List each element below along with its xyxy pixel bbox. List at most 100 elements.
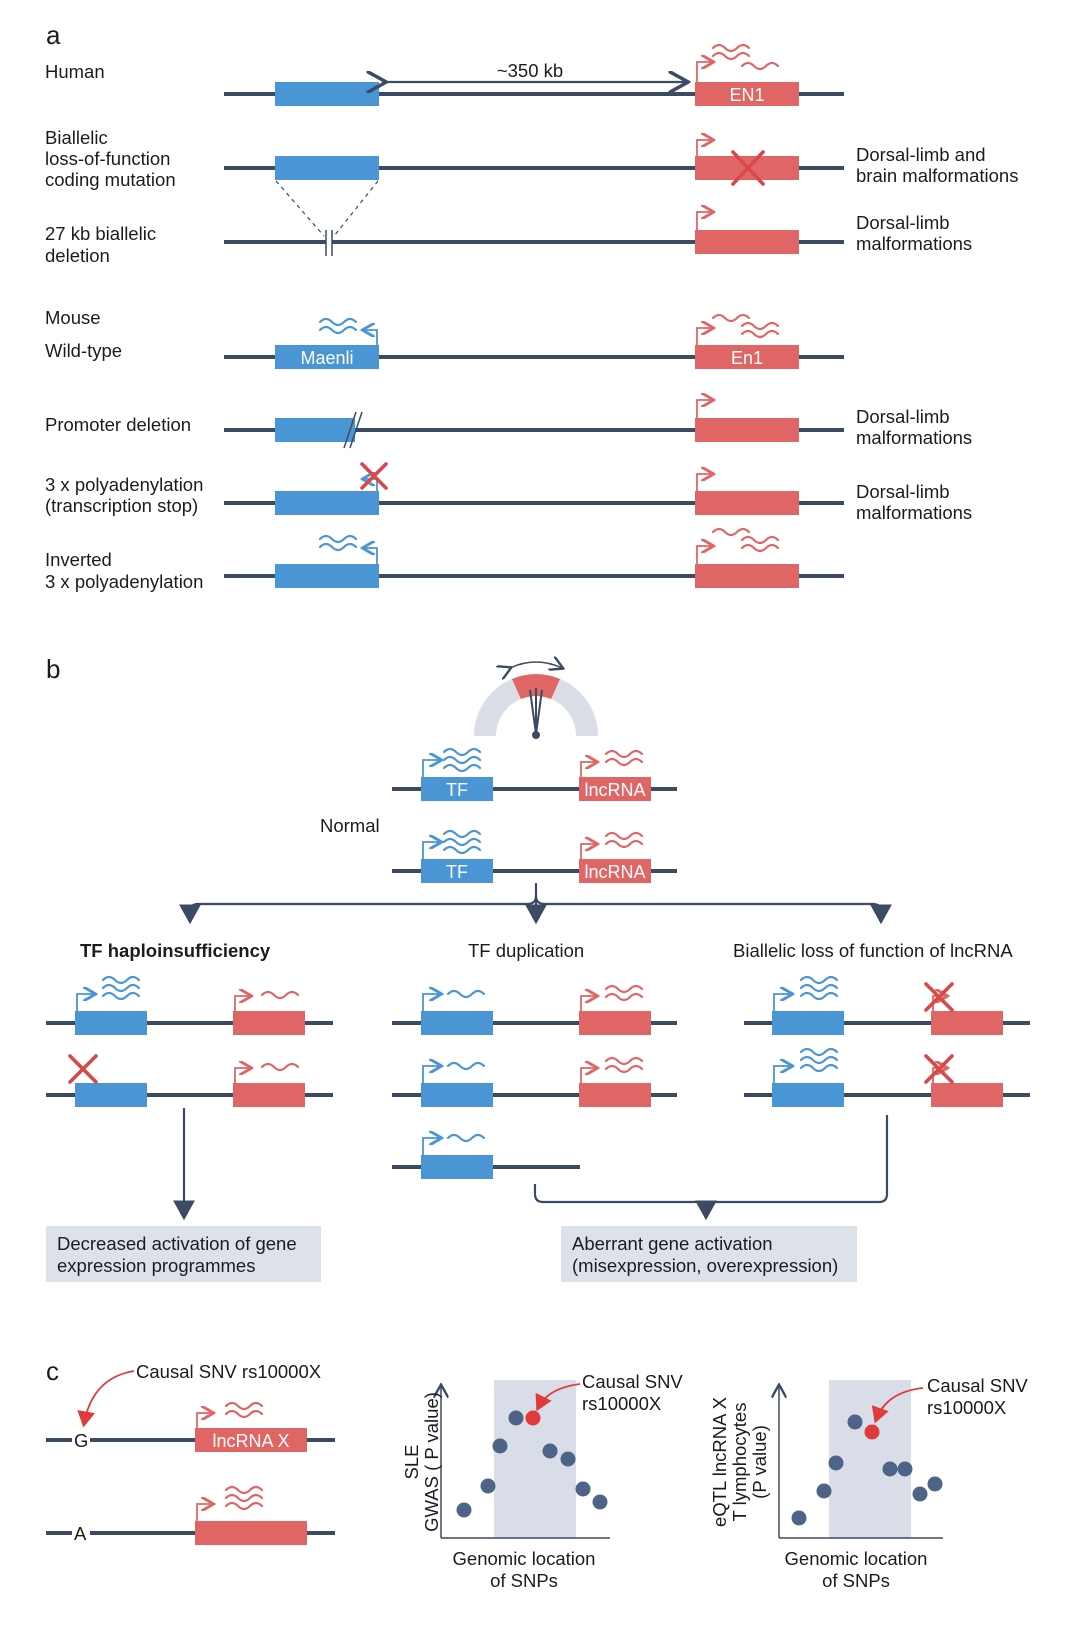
- gwas-plot: Causal SNV rs10000X SLE GWAS ( P value) …: [401, 1371, 683, 1591]
- row-label: deletion: [45, 245, 110, 266]
- row-wild-type: Wild-type Maenli En1: [45, 313, 844, 369]
- row-label: Biallelic: [45, 127, 108, 148]
- row-27kb-deletion: 27 kb biallelic deletion Dorsal-limb mal…: [45, 212, 972, 266]
- tf-label: TF: [446, 862, 468, 882]
- outcome-label: Dorsal-limb: [856, 481, 950, 502]
- branch-duplication: TF duplication: [468, 940, 584, 961]
- snp-point: [897, 1461, 913, 1477]
- dup-allele-2: [392, 1056, 677, 1107]
- haplo-allele-2: [46, 1054, 333, 1107]
- panel-c-label: c: [46, 1356, 59, 1386]
- snp-point: [575, 1481, 591, 1497]
- snp-point: [912, 1486, 928, 1502]
- normal-allele-2: TF lncRNA: [392, 829, 677, 883]
- result-text: Aberrant gene activation: [572, 1233, 773, 1254]
- lncrna-label: lncRNA: [584, 780, 645, 800]
- plot2-callout: rs10000X: [927, 1397, 1006, 1418]
- row-label-human: Human: [45, 61, 105, 82]
- causal-snp-point: [525, 1410, 541, 1426]
- result-aberrant-activation: Aberrant gene activation (misexpression,…: [561, 1226, 857, 1282]
- maenli-region-box: [275, 82, 379, 106]
- balance-gauge-icon: [474, 662, 598, 739]
- causal-snp-point: [864, 1424, 880, 1440]
- snp-point: [560, 1451, 576, 1467]
- snp-point: [542, 1443, 558, 1459]
- plot2-ylabel: eQTL lncRNA X: [709, 1397, 730, 1527]
- snp-point: [882, 1461, 898, 1477]
- row-label: loss-of-function: [45, 148, 170, 169]
- row-label: Promoter deletion: [45, 414, 191, 435]
- maenli-label: Maenli: [300, 348, 353, 368]
- en1-gene-box: [695, 82, 799, 106]
- en1-label: EN1: [729, 85, 764, 105]
- eqtl-plot: Causal SNV rs10000X eQTL lncRNA X T lymp…: [709, 1375, 1028, 1591]
- snp-point: [791, 1510, 807, 1526]
- row-label: (transcription stop): [45, 495, 198, 516]
- snp-point: [456, 1502, 472, 1518]
- row-polyadenylation: 3 x polyadenylation (transcription stop)…: [45, 462, 972, 523]
- lncrna-label: lncRNA: [584, 862, 645, 882]
- promoter-break-icon: [343, 411, 357, 449]
- dup-allele-1: [392, 984, 677, 1035]
- plot1-callout: rs10000X: [582, 1393, 661, 1414]
- panel-a-label: a: [46, 20, 61, 50]
- plot1-xlabel: Genomic location: [453, 1548, 596, 1569]
- plot2-xlabel: Genomic location: [785, 1548, 928, 1569]
- branch-haploinsufficiency: TF haploinsufficiency: [80, 940, 271, 961]
- snv-alleles: Causal SNV rs10000X G lncRNA X A: [46, 1361, 335, 1545]
- outcome-label: malformations: [856, 427, 972, 448]
- distance-label: ~350 kb: [497, 60, 563, 81]
- plot1-callout: Causal SNV: [582, 1371, 683, 1392]
- tf-label: TF: [446, 780, 468, 800]
- branch-lncrna-loss: Biallelic loss of function of lncRNA: [733, 940, 1013, 961]
- allele-g: G: [74, 1430, 88, 1451]
- plot1-ylabel: SLE: [401, 1445, 422, 1480]
- result-decreased-activation: Decreased activation of gene expression …: [46, 1226, 321, 1282]
- plot2-ylabel: (P value): [749, 1425, 770, 1499]
- row-label: coding mutation: [45, 169, 176, 190]
- loss-allele-1: [744, 975, 1030, 1035]
- snp-point: [816, 1483, 832, 1499]
- haplo-allele-1: [46, 975, 333, 1035]
- row-biallelic-mutation: Biallelic loss-of-function coding mutati…: [45, 127, 1018, 190]
- row-inverted-polyadenylation: Inverted 3 x polyadenylation: [45, 527, 844, 592]
- lncrna-x-label: lncRNA X: [212, 1431, 289, 1451]
- plot2-ylabel: T lymphocytes: [729, 1403, 750, 1522]
- normal-allele-1: TF lncRNA: [392, 747, 677, 801]
- branch-connector: [179, 883, 892, 925]
- mouse-label: Mouse: [45, 307, 101, 328]
- normal-label: Normal: [320, 815, 380, 836]
- merge-connector: [533, 1115, 889, 1221]
- outcome-label: malformations: [856, 502, 972, 523]
- outcome-label: Dorsal-limb: [856, 212, 950, 233]
- result-text: Decreased activation of gene: [57, 1233, 297, 1254]
- en1-mouse-label: En1: [731, 348, 763, 368]
- plot1-xlabel: of SNPs: [490, 1570, 558, 1591]
- snp-point: [927, 1476, 943, 1492]
- row-label: Inverted: [45, 549, 112, 570]
- snp-point: [828, 1455, 844, 1471]
- result-text: expression programmes: [57, 1255, 255, 1276]
- row-human: Human EN1 ~350 kb: [45, 43, 844, 106]
- snp-point: [847, 1414, 863, 1430]
- panel-b-label: b: [46, 654, 60, 684]
- plot1-ylabel: GWAS ( P value): [421, 1392, 442, 1532]
- outcome-label: Dorsal-limb: [856, 406, 950, 427]
- causal-snv-label: Causal SNV rs10000X: [136, 1361, 321, 1382]
- outcome-label: Dorsal-limb and: [856, 144, 986, 165]
- snp-point: [492, 1438, 508, 1454]
- outcome-label: malformations: [856, 233, 972, 254]
- plot2-callout: Causal SNV: [927, 1375, 1028, 1396]
- allele-a: A: [74, 1523, 87, 1544]
- row-label: 3 x polyadenylation: [45, 571, 203, 592]
- outcome-label: brain malformations: [856, 165, 1018, 186]
- result-text: (misexpression, overexpression): [572, 1255, 838, 1276]
- row-label: 27 kb biallelic: [45, 223, 156, 244]
- dup-extra-copy: [392, 1135, 580, 1179]
- snp-point: [508, 1410, 524, 1426]
- loss-allele-2: [744, 1047, 1030, 1107]
- snp-point: [592, 1494, 608, 1510]
- row-label: 3 x polyadenylation: [45, 474, 203, 495]
- snp-point: [480, 1478, 496, 1494]
